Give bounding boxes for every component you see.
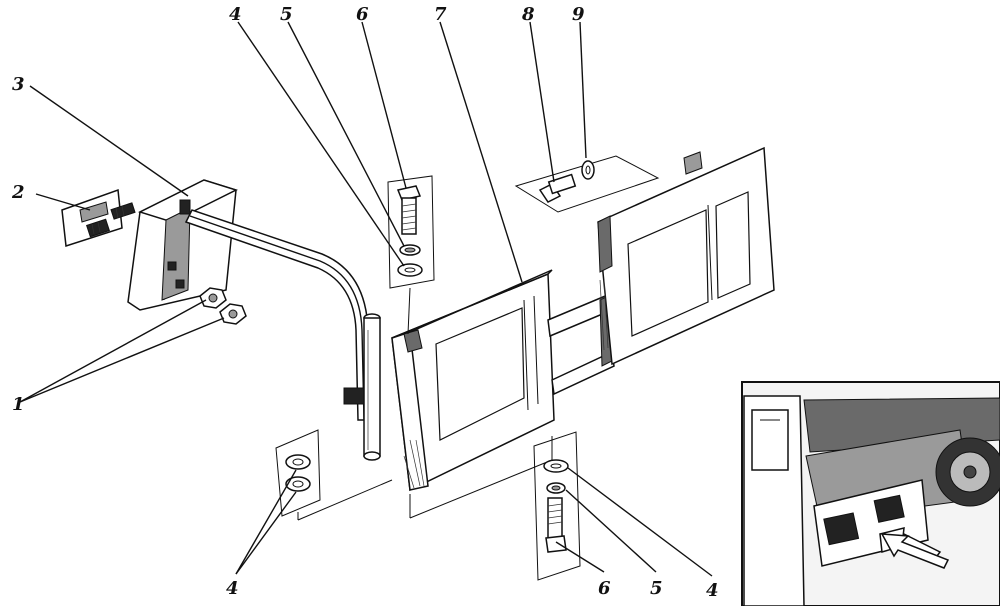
bolt-washer-inset-right: [514, 155, 660, 213]
callout-4-top: 4: [229, 4, 242, 25]
callout-4-bottom-right: 4: [706, 580, 719, 601]
callout-6-bottom: 6: [598, 578, 611, 599]
leader-lines: [19, 21, 713, 577]
vehicle-location-inset: [741, 381, 1000, 606]
callout-5-bottom: 5: [650, 578, 663, 599]
callout-5-top: 5: [280, 4, 293, 25]
callout-8: 8: [521, 4, 535, 25]
callout-2: 2: [11, 182, 25, 203]
footstep-frame-part-7: [391, 146, 775, 492]
callout-1: 1: [12, 394, 25, 415]
nuts-part-1: [199, 287, 247, 325]
washers-inset-bottom-left: [275, 429, 393, 521]
bolt-plate-part-2: [61, 188, 136, 247]
mounting-block: [127, 179, 238, 311]
callout-7: 7: [434, 4, 447, 25]
location-arrow-icon: [880, 533, 950, 569]
callout-6-top: 6: [356, 4, 369, 25]
bolt-washer-inset-top: [387, 175, 435, 335]
bolt-washer-inset-bottom-right: [409, 431, 581, 581]
bent-tube-part-3: [184, 209, 371, 421]
callout-4-bottom-left: 4: [226, 578, 239, 599]
callout-9: 9: [572, 4, 585, 25]
callout-3: 3: [12, 74, 25, 95]
callout-labels: 1 2 3 4 5 6 7 8 9 4 4 6 5 4: [11, 4, 719, 601]
hinge-pin: [363, 313, 381, 461]
